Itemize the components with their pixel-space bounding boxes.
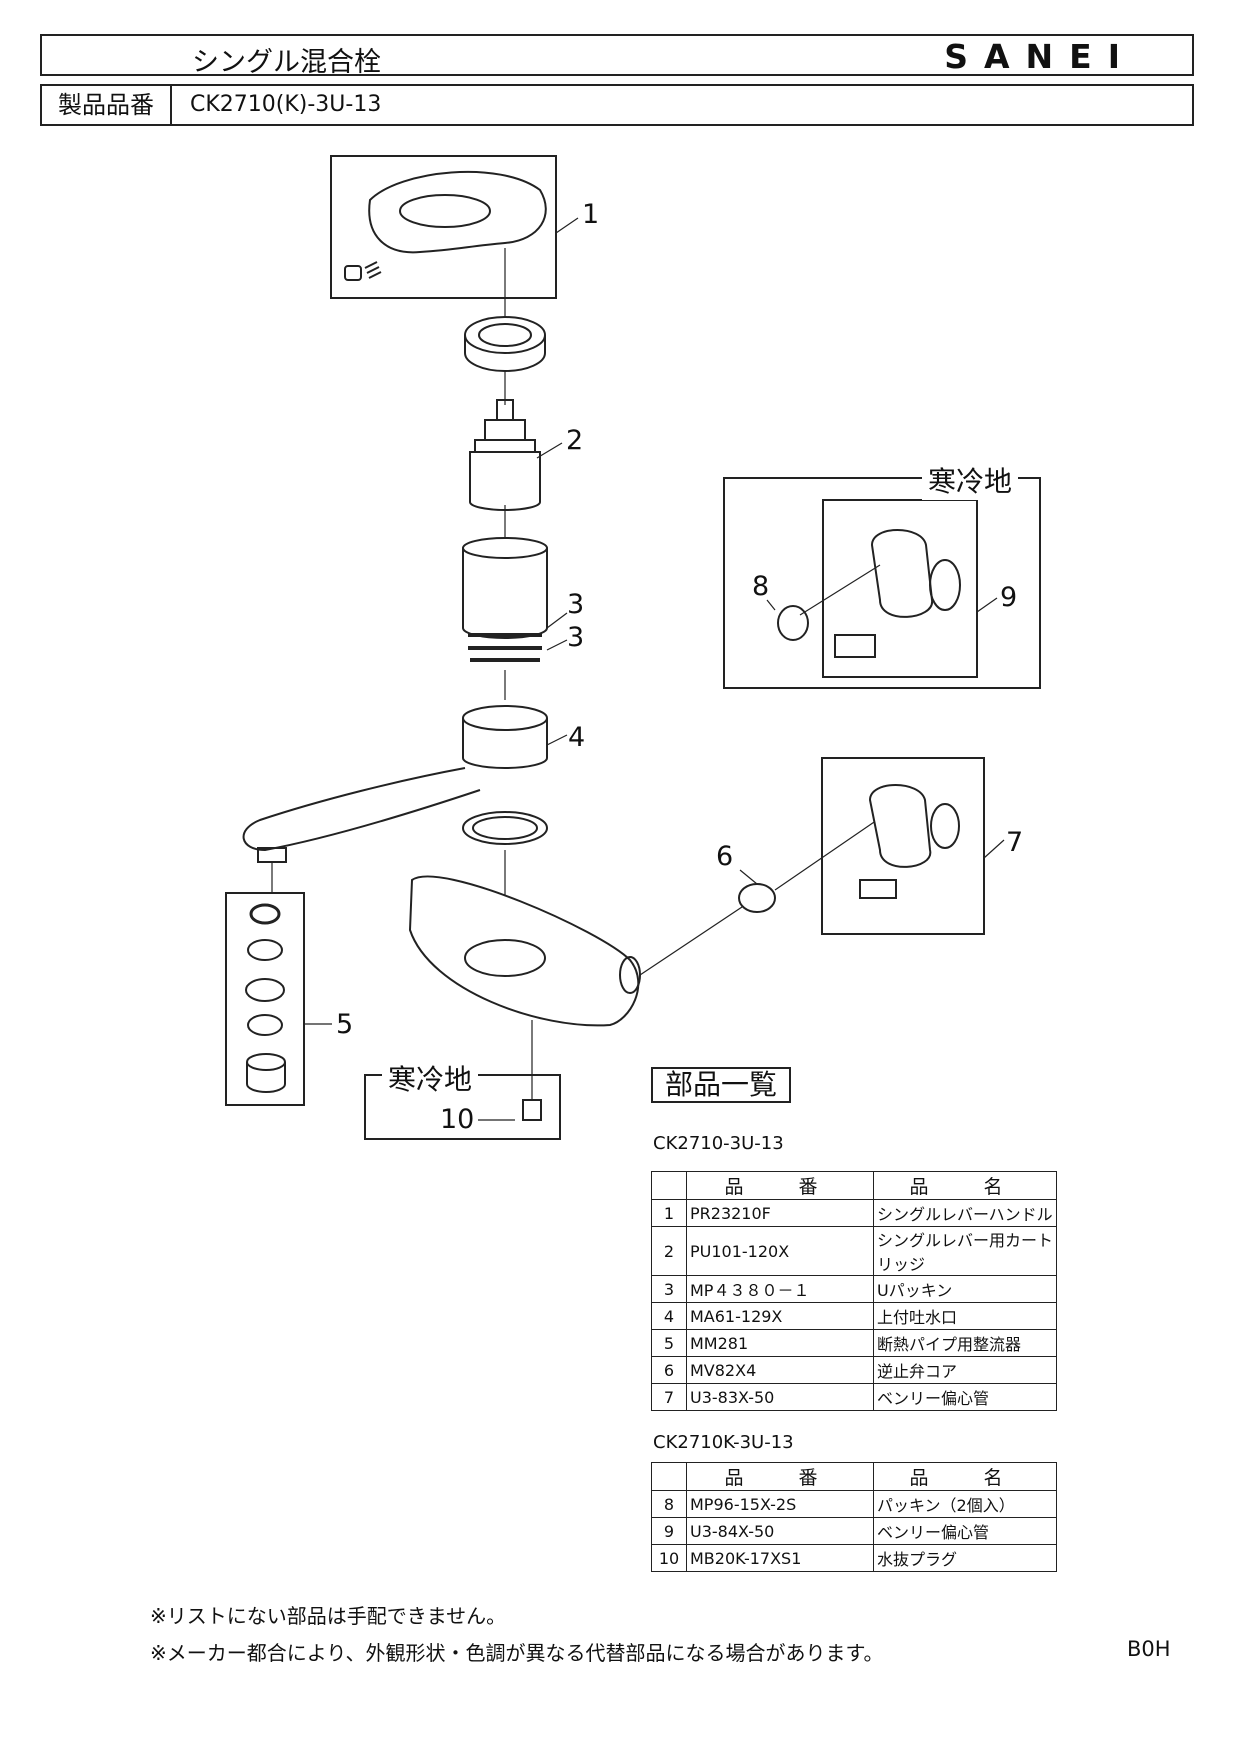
callout-6: 6 <box>716 841 734 872</box>
cell-name: 断熱パイプ用整流器 <box>873 1329 1057 1357</box>
col-no <box>651 1462 687 1491</box>
cap-nut <box>464 316 546 354</box>
set-screw <box>364 261 382 279</box>
cell-part: PU101-120X <box>686 1226 874 1276</box>
cell-name: シングルレバー用カートリッジ <box>873 1226 1057 1276</box>
cell-name: ベンリー偏心管 <box>873 1517 1057 1545</box>
cell-part: U3-84X-50 <box>686 1517 874 1545</box>
eccentric-box-9 <box>822 499 978 678</box>
table2-model: CK2710K-3U-13 <box>653 1432 794 1453</box>
cell-part: MM281 <box>686 1329 874 1357</box>
cell-no: 8 <box>651 1490 687 1518</box>
cell-part: MA61-129X <box>686 1302 874 1330</box>
note-1: ※リストにない部品は手配できません。 <box>150 1604 507 1628</box>
cell-name: 逆止弁コア <box>873 1356 1057 1384</box>
callout-5: 5 <box>336 1009 354 1040</box>
packing-8 <box>777 605 809 641</box>
note-2: ※メーカー都合により、外観形状・色調が異なる代替部品になる場合があります。 <box>150 1641 884 1665</box>
title-bar: シングル混合栓 SANEI <box>40 34 1194 78</box>
cell-no: 2 <box>651 1226 687 1276</box>
handle-shape <box>368 170 547 254</box>
parts-list-heading: 部品一覧 <box>651 1067 791 1103</box>
cold-region-box-top <box>723 477 1041 689</box>
col-name: 品 名 <box>873 1462 1057 1491</box>
eccentric-box-7 <box>821 757 985 935</box>
col-part-no: 品 番 <box>686 1171 874 1200</box>
brand-logo: SANEI <box>944 37 1136 76</box>
cell-part: MV82X4 <box>686 1356 874 1384</box>
callout-3b: 3 <box>567 622 585 653</box>
eccentric-pipe-7 <box>868 784 932 868</box>
col-part-no: 品 番 <box>686 1462 874 1491</box>
cell-name: 上付吐水口 <box>873 1302 1057 1330</box>
spout-arm <box>242 767 481 852</box>
cold-region-label-top: 寒冷地 <box>922 460 1019 500</box>
page-code: B0H <box>1127 1637 1171 1661</box>
spout-hub <box>462 705 548 731</box>
cell-part: MB20K-17XS1 <box>686 1544 874 1572</box>
drain-plug <box>522 1099 542 1121</box>
cell-name: ベンリー偏心管 <box>873 1383 1057 1411</box>
cell-no: 9 <box>651 1517 687 1545</box>
base-washer <box>462 811 548 845</box>
cell-no: 5 <box>651 1329 687 1357</box>
cartridge-body <box>469 451 541 511</box>
product-title: シングル混合栓 <box>192 47 381 78</box>
eccentric-pipe-9 <box>870 529 934 618</box>
table1-model: CK2710-3U-13 <box>653 1133 784 1154</box>
cell-no: 4 <box>651 1302 687 1330</box>
col-no <box>651 1171 687 1200</box>
cell-part: MP４３８０－１ <box>686 1275 874 1303</box>
cell-part: U3-83X-50 <box>686 1383 874 1411</box>
cold-region-label-bottom: 寒冷地 <box>382 1058 479 1098</box>
aerator-box <box>225 892 305 1106</box>
check-valve-core <box>738 883 776 913</box>
callout-10: 10 <box>440 1104 475 1135</box>
col-name: 品 名 <box>873 1171 1057 1200</box>
callout-2: 2 <box>566 425 584 456</box>
cell-no: 10 <box>651 1544 687 1572</box>
model-value: CK2710(K)-3U-13 <box>190 92 382 117</box>
handle-opening <box>399 194 491 228</box>
callout-3a: 3 <box>567 589 585 620</box>
callout-1: 1 <box>582 199 600 230</box>
sleeve <box>462 537 548 559</box>
callout-4: 4 <box>568 722 586 753</box>
cell-name: シングルレバーハンドル <box>873 1199 1057 1227</box>
cell-name: Uパッキン <box>873 1275 1057 1303</box>
model-label: 製品品番 <box>42 86 172 124</box>
handle-box <box>330 155 557 299</box>
base-body <box>408 875 640 1027</box>
model-bar: 製品品番 CK2710(K)-3U-13 <box>40 84 1194 126</box>
cell-part: PR23210F <box>686 1199 874 1227</box>
cell-part: MP96-15X-2S <box>686 1490 874 1518</box>
screw-cap <box>344 265 362 281</box>
cell-no: 1 <box>651 1199 687 1227</box>
callout-9: 9 <box>1000 582 1018 613</box>
callout-8: 8 <box>752 571 770 602</box>
callout-7: 7 <box>1006 827 1024 858</box>
cell-no: 3 <box>651 1275 687 1303</box>
cell-no: 6 <box>651 1356 687 1384</box>
cell-name: パッキン（2個入） <box>873 1490 1057 1518</box>
cell-no: 7 <box>651 1383 687 1411</box>
cell-name: 水抜プラグ <box>873 1544 1057 1572</box>
